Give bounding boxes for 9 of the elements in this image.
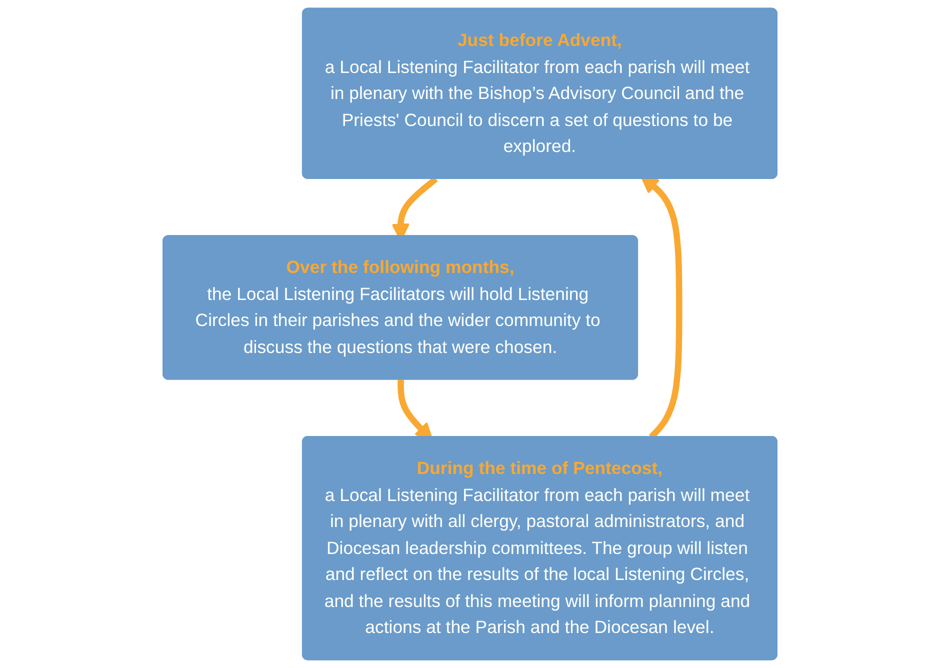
step-heading: During the time of Pentecost, (416, 458, 663, 478)
step-box (302, 8, 778, 179)
step-text: the Local Listening Facilitators will hold Listening Circles in their parishes and the wider community to discuss the questions that were chosen. (195, 284, 602, 357)
step-box (162, 235, 638, 380)
step-text: a Local Listening Facilitator from each parish will meet in plenary with all clergy, pastoral administrators, and Diocesan leadership committees. The group will listen and reflect on the results of the local Listening Circles, and the results of this meeting will inform planning and actions at the Parish and the Diocesan level. (324, 484, 752, 638)
step-heading: Just before Advent, (457, 30, 622, 50)
step-heading: Over the following months, (286, 258, 514, 278)
step-text: a Local Listening Facilitator from each parish will meet in plenary with the Bishop’s Advisory Council and the Priests' Council to discern a set of questions to be explored. (324, 56, 751, 156)
step-box (302, 436, 778, 660)
